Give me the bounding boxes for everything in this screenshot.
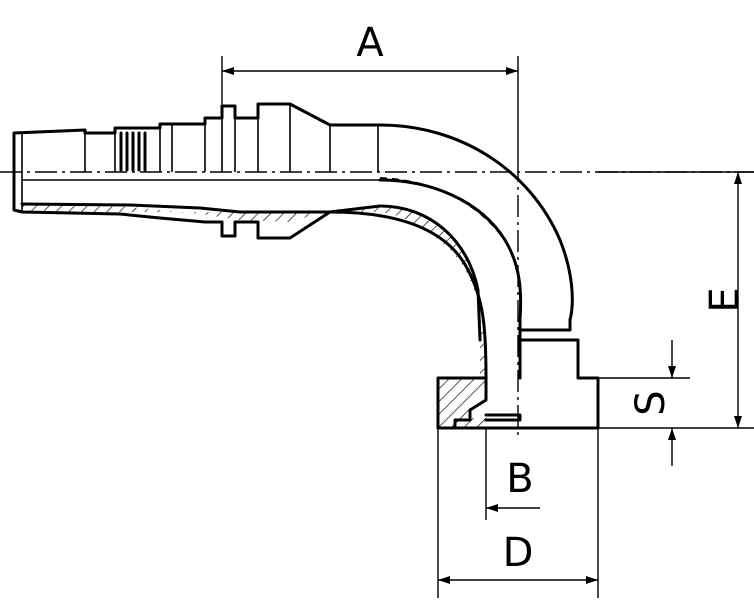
tail-ribs — [14, 104, 379, 212]
dimension-s: S — [598, 340, 690, 466]
elbow-inner-bend — [328, 210, 488, 380]
dimension-d: D — [437, 428, 599, 598]
dimension-label-s: S — [628, 390, 674, 415]
dimension-e: E — [598, 171, 754, 429]
elbow-inner-wall — [378, 204, 482, 342]
fitting-body — [12, 102, 600, 430]
flange-inner — [453, 376, 488, 430]
dimension-label-a: A — [356, 20, 384, 66]
dimension-label-e: E — [702, 287, 748, 312]
dimension-label-d: D — [503, 530, 534, 576]
dimension-label-b: B — [506, 456, 533, 502]
lower-outline — [12, 170, 332, 240]
dimension-b: B — [485, 428, 540, 520]
dimension-a: A — [221, 20, 519, 160]
flange-groove — [484, 413, 522, 422]
elbow-neck — [518, 318, 572, 332]
section-hatch — [22, 204, 490, 428]
flange-hub — [436, 338, 600, 430]
